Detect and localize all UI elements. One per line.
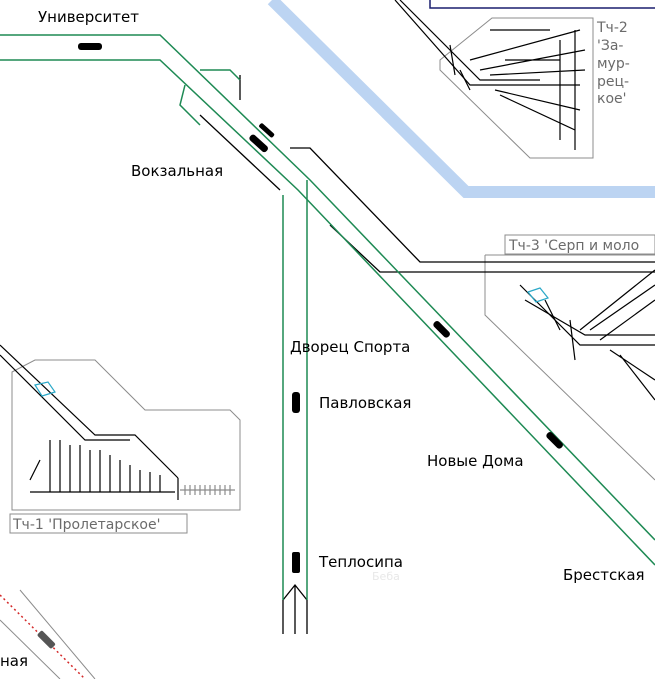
depot-2-label-line1[interactable]: Тч-2 bbox=[596, 20, 628, 36]
depot-3-switch bbox=[526, 287, 550, 303]
station-novye-doma[interactable]: Новые Дома bbox=[427, 452, 524, 470]
station-brestskaya[interactable]: Брестская bbox=[563, 566, 645, 584]
trains bbox=[37, 43, 563, 649]
station-labels: Университет Вокзальная Дворец Спорта Пав… bbox=[0, 8, 645, 670]
train-vokzalnaya-2 bbox=[259, 123, 275, 138]
faint-label: Беба bbox=[372, 570, 400, 583]
train-universitet bbox=[78, 43, 102, 50]
depot-3-outline bbox=[484, 254, 655, 481]
depot-labels: Тч-2 'За- мур- рец- кое' Тч-3 'Серп и мо… bbox=[9, 20, 655, 534]
train-teplosipa bbox=[292, 552, 300, 573]
station-universitet[interactable]: Университет bbox=[38, 8, 139, 26]
train-red-line bbox=[37, 630, 56, 649]
depot-3-tracks bbox=[519, 269, 655, 401]
depot-2-label-line3: мур- bbox=[597, 56, 630, 72]
train-novye-doma-2 bbox=[546, 432, 563, 449]
depot-2-label-line4: рец- bbox=[597, 74, 629, 90]
overhead-line bbox=[429, 0, 655, 9]
depot-3-label-box bbox=[504, 234, 655, 255]
depot-1-label-box bbox=[9, 513, 188, 534]
depot-3-label[interactable]: Тч-3 'Серп и моло bbox=[508, 238, 639, 254]
depot-2-label-line5: кое' bbox=[597, 91, 626, 107]
depot-1-switch bbox=[34, 381, 56, 397]
station-teplosipa[interactable]: Теплосипа bbox=[318, 553, 403, 571]
station-dvorets-sporta[interactable]: Дворец Спорта bbox=[290, 338, 410, 356]
train-novye-doma-1 bbox=[433, 321, 450, 338]
depot-1-outline bbox=[11, 359, 241, 511]
river bbox=[267, 0, 655, 198]
depot-outlines bbox=[0, 17, 655, 679]
depot-2-outline bbox=[439, 17, 594, 159]
depot-1-label[interactable]: Тч-1 'Пролетарское' bbox=[12, 517, 160, 533]
station-partial-bottom-left[interactable]: ная bbox=[0, 652, 28, 670]
depot-2-label-line2: 'За- bbox=[597, 38, 623, 54]
depot-2-tracks bbox=[394, 0, 586, 150]
train-vokzalnaya-1 bbox=[249, 134, 268, 153]
green-line bbox=[0, 34, 655, 600]
depot-bottom-outline bbox=[0, 589, 96, 679]
train-pavlovskaya bbox=[292, 392, 300, 413]
depot-1-tracks bbox=[0, 344, 235, 500]
station-vokzalnaya[interactable]: Вокзальная bbox=[131, 162, 223, 180]
station-pavlovskaya[interactable]: Павловская bbox=[319, 394, 411, 412]
